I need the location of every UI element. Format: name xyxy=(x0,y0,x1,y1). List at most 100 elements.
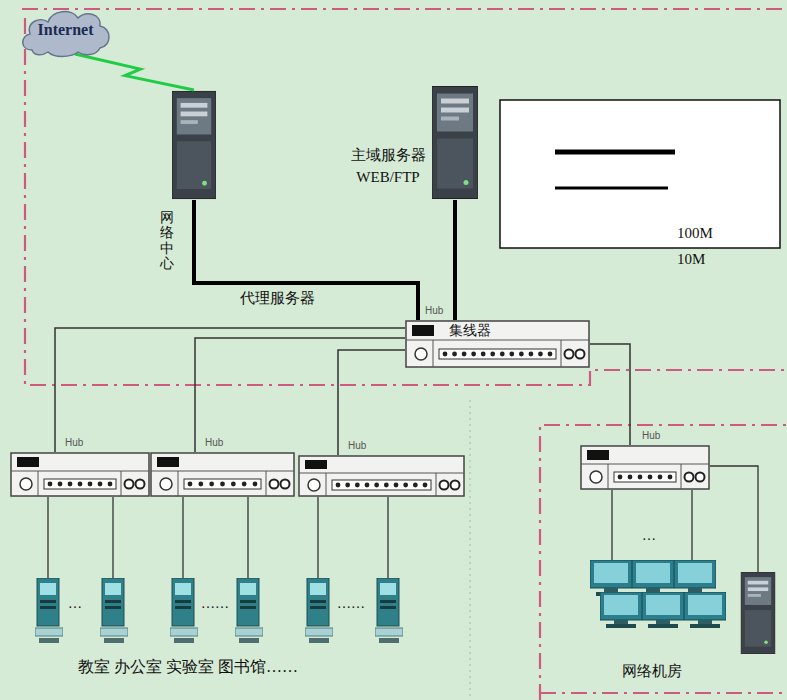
hub-port xyxy=(374,483,379,488)
link-100m xyxy=(453,200,457,320)
hub-divider xyxy=(581,464,709,465)
hub-port xyxy=(529,352,534,357)
hub-body xyxy=(151,453,294,496)
hub-jack xyxy=(696,473,705,482)
link-10m xyxy=(338,350,405,455)
legend-text: 100M xyxy=(677,225,713,242)
hub-divider xyxy=(681,464,682,489)
hub-port xyxy=(231,482,236,487)
hub-body xyxy=(299,456,464,496)
hub-divider xyxy=(326,473,327,496)
hub-port xyxy=(394,483,399,488)
node-text: 主域服务器 WEB/FTP xyxy=(348,145,428,189)
hub-jack xyxy=(136,480,145,489)
hub-divider xyxy=(561,340,562,367)
hub-divider xyxy=(121,471,122,496)
hub-port xyxy=(220,482,225,487)
hub-jack xyxy=(685,473,694,482)
hub-panel xyxy=(17,457,39,467)
hub-divider xyxy=(178,471,179,496)
hub-body xyxy=(406,321,589,367)
hub-button xyxy=(160,478,172,490)
hub-divider xyxy=(11,471,149,472)
hub-port xyxy=(345,483,350,488)
hub-panel xyxy=(587,450,609,460)
node-text: Hub xyxy=(642,430,660,441)
node-text: Hub xyxy=(65,437,83,448)
hub-port xyxy=(108,482,113,487)
link-10m xyxy=(55,328,405,452)
hub-port xyxy=(209,482,214,487)
hub-port xyxy=(68,482,73,487)
hub-panel xyxy=(412,325,434,336)
hub-port xyxy=(403,483,408,488)
hub-shape xyxy=(580,445,710,490)
hub-port xyxy=(443,352,448,357)
hub-port xyxy=(355,483,360,488)
hub-port xyxy=(500,352,505,357)
legend-text: 10M xyxy=(677,251,705,268)
node-text: 网络中心 xyxy=(160,210,174,272)
hub-port xyxy=(481,352,486,357)
hub-port xyxy=(384,483,389,488)
link-100m xyxy=(194,200,418,320)
hub-port-strip xyxy=(184,479,261,489)
hub: Hub xyxy=(10,452,150,497)
internet-cloud: Internet xyxy=(18,6,113,58)
node-text: 集线器 xyxy=(449,322,491,340)
hub-port-strip xyxy=(439,349,556,359)
domain-server: 主域服务器 WEB/FTP xyxy=(432,85,478,200)
hub: Hub xyxy=(580,445,710,490)
proxy-server: 网络中心 xyxy=(172,90,216,200)
hub-body xyxy=(581,446,709,489)
room-caption: 网络机房 xyxy=(622,662,682,681)
hub-port xyxy=(628,475,633,480)
hub-divider xyxy=(299,473,464,474)
node-text: Hub xyxy=(348,440,366,451)
hub-port-strip xyxy=(44,479,116,489)
hub-port xyxy=(548,352,553,357)
hub-jack xyxy=(440,481,449,490)
hub-port xyxy=(88,482,93,487)
hub-port xyxy=(58,482,63,487)
ellipsis: … xyxy=(642,528,656,544)
hub-port xyxy=(198,482,203,487)
node-text: Hub xyxy=(205,437,223,448)
hub-port-strip xyxy=(614,472,676,482)
link-10m xyxy=(195,338,405,452)
hub-button xyxy=(308,479,320,491)
hub-divider xyxy=(266,471,267,496)
location-caption: 教室 办公室 实验室 图书馆…… xyxy=(78,657,298,678)
hub-port xyxy=(658,475,663,480)
hub-divider xyxy=(433,340,434,367)
hub-port xyxy=(98,482,103,487)
hub-port xyxy=(253,482,258,487)
hub-panel xyxy=(157,457,179,467)
hub-button xyxy=(590,471,602,483)
hub-port-strip xyxy=(332,480,431,490)
node-text: Hub xyxy=(425,305,443,316)
hub-jack xyxy=(270,480,279,489)
hub-shape xyxy=(150,452,295,497)
hub-port xyxy=(78,482,83,487)
hub-port xyxy=(365,483,370,488)
hub-port xyxy=(668,475,673,480)
hub-jack xyxy=(281,480,290,489)
hub-port xyxy=(452,352,457,357)
hub-port xyxy=(188,482,193,487)
hub-panel xyxy=(305,460,327,469)
hub-jack xyxy=(576,350,585,359)
node-text: Internet xyxy=(18,21,113,39)
hub-jack xyxy=(125,480,134,489)
hub-jack xyxy=(451,481,460,490)
ellipsis: … xyxy=(68,596,82,612)
hub-jack xyxy=(565,350,574,359)
hub-button xyxy=(415,348,427,360)
hub-port xyxy=(538,352,543,357)
hub: Hub xyxy=(150,452,295,497)
hub-shape xyxy=(298,455,465,497)
hub-port xyxy=(336,483,341,488)
link-10m xyxy=(590,344,630,445)
